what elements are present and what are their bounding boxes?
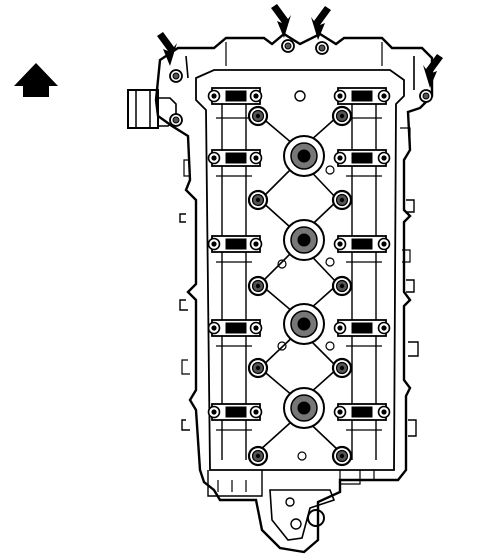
camshaft-bands (216, 90, 382, 460)
spark-plug-bosses (259, 90, 339, 461)
callout-arrow-icon (271, 4, 291, 38)
perimeter-bolts (169, 39, 433, 127)
front-direction-arrow-icon (14, 63, 58, 97)
camshaft-housing-icon (127, 32, 434, 554)
